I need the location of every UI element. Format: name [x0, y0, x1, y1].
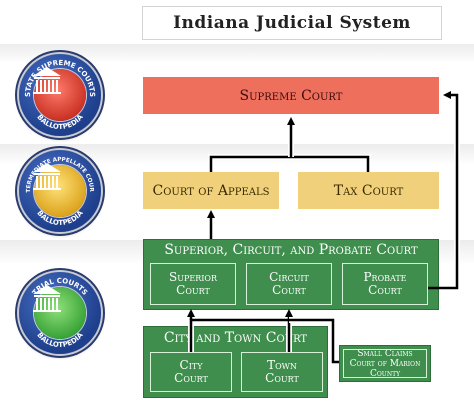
- seal-bottom-text: BALLOTPEDIA: [35, 209, 85, 227]
- svg-text:BALLOTPEDIA: BALLOTPEDIA: [35, 331, 85, 349]
- diagram-title: Indiana Judicial System: [142, 6, 442, 40]
- town-court-box: Town Court: [241, 352, 323, 392]
- small-claims-box: Small Claims Court of Marion County: [339, 345, 431, 382]
- city-town-label: City and Town Court: [163, 330, 308, 346]
- seal-bottom-text: BALLOTPEDIA: [35, 113, 85, 131]
- svg-text:BALLOTPEDIA: BALLOTPEDIA: [35, 209, 85, 227]
- courthouse-icon: [33, 163, 61, 190]
- seal-bottom-text: BALLOTPEDIA: [35, 331, 85, 349]
- city-court-box: City Court: [150, 352, 232, 392]
- svg-text:TRIAL COURTS: TRIAL COURTS: [31, 277, 89, 297]
- small-claims-label: Small Claims Court of Marion County: [349, 348, 421, 379]
- tax-court-box: Tax Court: [298, 172, 439, 209]
- state-supreme-courts-seal: STATE SUPREME COURTS BALLOTPEDIA: [19, 54, 101, 136]
- trial-courts-seal: TRIAL COURTS BALLOTPEDIA: [19, 272, 101, 354]
- courthouse-icon: [33, 285, 61, 312]
- svg-text:INTERMEDIATE APPELLATE COURTS: INTERMEDIATE APPELLATE COURTS: [19, 150, 94, 193]
- seal-top-text: STATE SUPREME COURTS: [24, 59, 96, 97]
- intermediate-appellate-courts-seal: INTERMEDIATE APPELLATE COURTS BALLOTPEDI…: [19, 150, 101, 232]
- svg-text:BALLOTPEDIA: BALLOTPEDIA: [35, 113, 85, 131]
- svg-text:STATE SUPREME COURTS: STATE SUPREME COURTS: [24, 59, 96, 97]
- courthouse-icon: [33, 67, 61, 94]
- court-of-appeals-box: Court of Appeals: [143, 172, 279, 209]
- superior-circuit-probate-label: Superior, Circuit, and Probate Court: [164, 242, 418, 258]
- seal-top-text: TRIAL COURTS: [31, 277, 89, 297]
- circuit-court-box: Circuit Court: [246, 263, 332, 305]
- seal-top-text: INTERMEDIATE APPELLATE COURTS: [19, 150, 94, 193]
- supreme-court-box: Supreme Court: [143, 77, 439, 114]
- superior-court-box: Superior Court: [150, 263, 236, 305]
- probate-court-box: Probate Court: [342, 263, 428, 305]
